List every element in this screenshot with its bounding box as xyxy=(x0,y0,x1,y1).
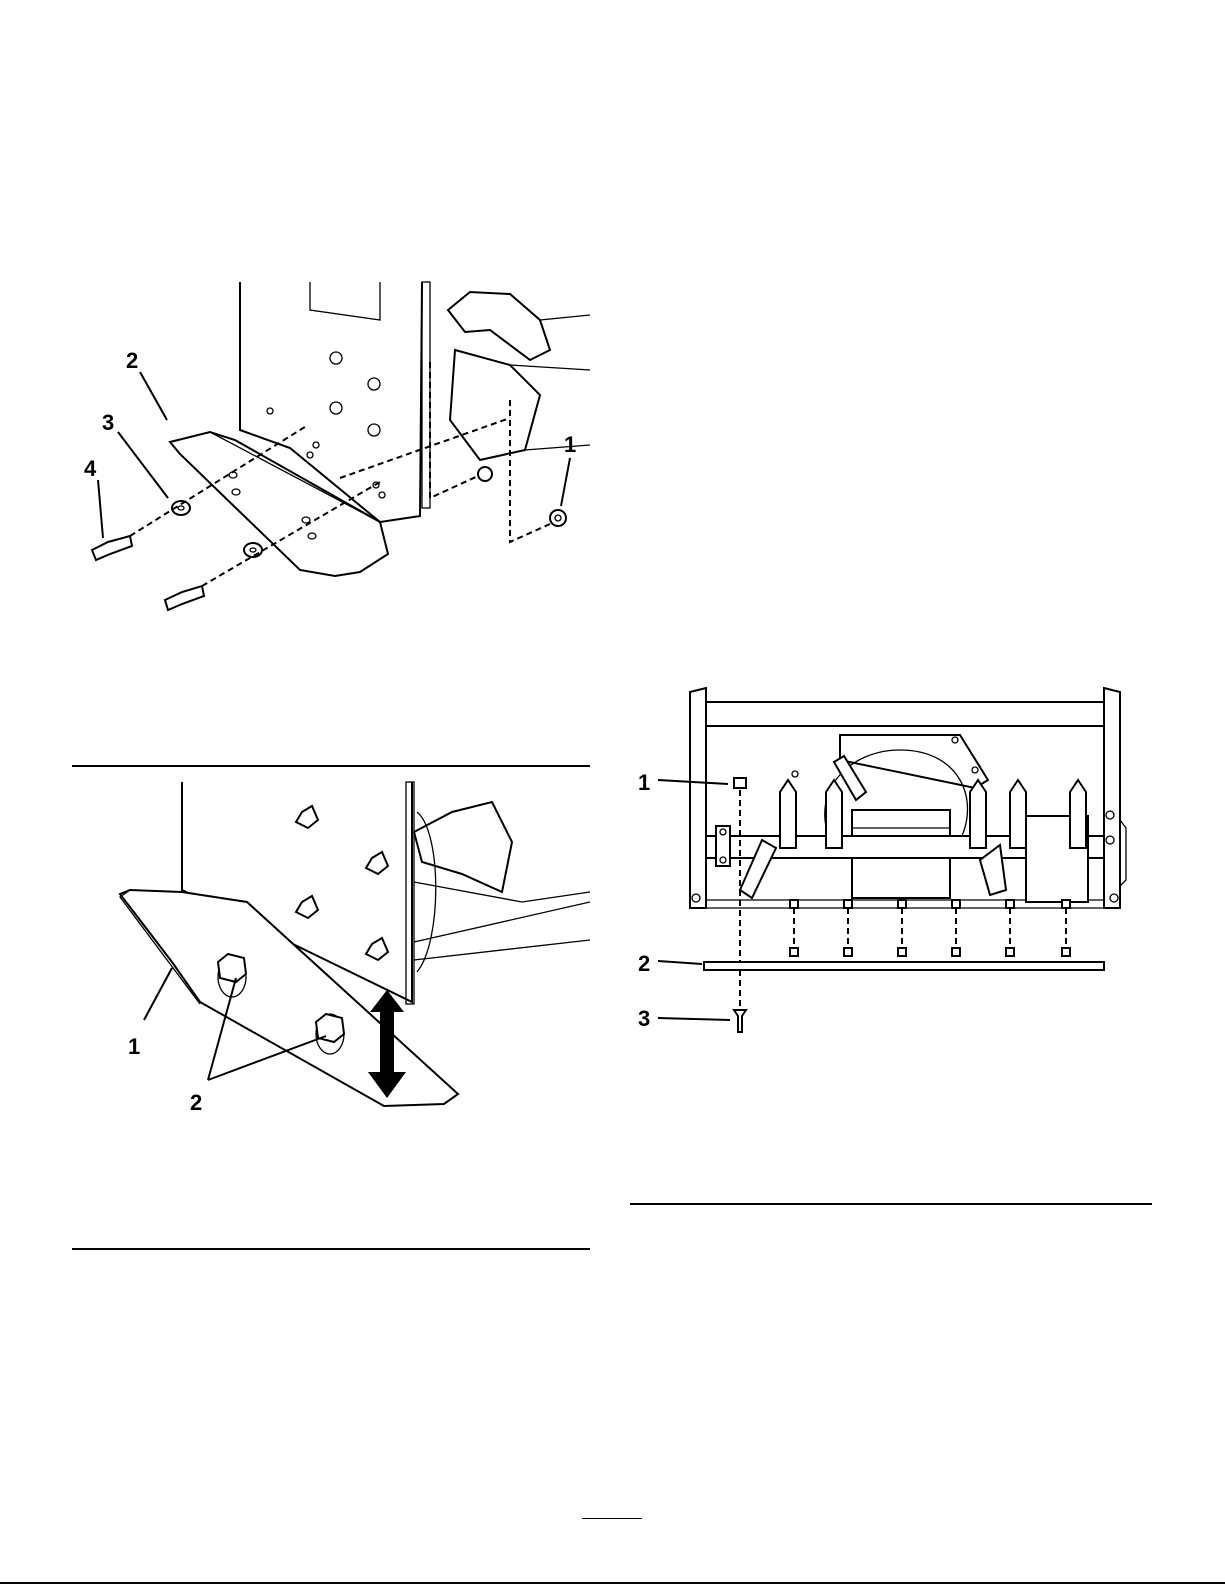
callout-number: 2 xyxy=(190,1090,202,1115)
callout-number: 4 xyxy=(84,456,97,481)
callout-number: 1 xyxy=(564,432,576,457)
callout-leader-line xyxy=(98,480,103,538)
page-bottom-border xyxy=(0,1582,1225,1584)
callout-leader-line xyxy=(658,1018,730,1020)
callout-leader-line xyxy=(118,432,168,498)
callout-number: 3 xyxy=(102,410,114,435)
callout-number: 1 xyxy=(128,1034,140,1059)
scraper-blade-illustration xyxy=(704,962,1104,970)
nut-illustration xyxy=(478,467,566,526)
figure-divider xyxy=(630,1203,1152,1205)
impeller-blade-illustration xyxy=(414,802,590,972)
figure-skid-exploded-view: 2 3 4 1 xyxy=(70,270,600,630)
callout-number: 3 xyxy=(638,1006,650,1031)
callout-leader-line xyxy=(561,458,570,506)
page-number-underline xyxy=(582,1518,642,1519)
callout-leader-line xyxy=(140,372,167,420)
figure-divider xyxy=(72,765,590,767)
bearing-illustration xyxy=(716,826,730,866)
bolt-illustration xyxy=(92,536,204,610)
figure-scraper-blade: 1 2 3 xyxy=(630,680,1150,1040)
callout-leader-line xyxy=(658,961,702,964)
callout-leader-line xyxy=(144,968,172,1020)
callout-number: 1 xyxy=(638,770,650,795)
figure-skid-adjustment: 1 2 xyxy=(72,772,590,1122)
callout-number: 2 xyxy=(638,951,650,976)
screw-illustration xyxy=(734,1010,746,1032)
figure-divider xyxy=(72,1248,590,1250)
chute-plate-illustration xyxy=(792,735,988,788)
nut-illustration xyxy=(734,778,746,788)
callout-number: 2 xyxy=(126,348,138,373)
